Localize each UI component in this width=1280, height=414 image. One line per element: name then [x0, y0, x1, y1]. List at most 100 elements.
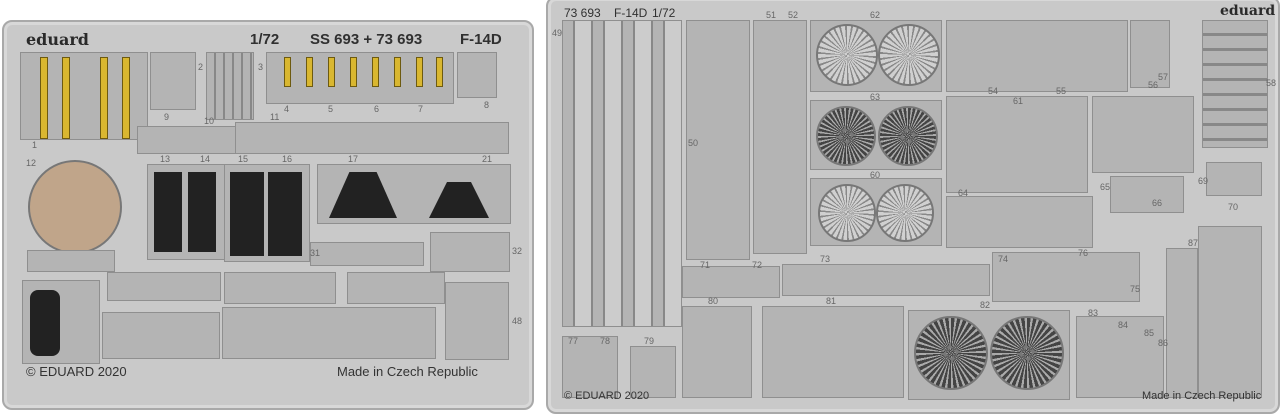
parts-40-47: [222, 307, 436, 359]
eduard-logo: eduard: [1220, 3, 1276, 19]
wheel: [990, 316, 1064, 390]
stack-58: [1202, 20, 1268, 148]
harness-strap: [394, 57, 401, 87]
aircraft-label: F-14D: [614, 6, 648, 20]
part-number: 79: [644, 336, 655, 346]
arches: [946, 20, 1128, 92]
part-12-disc: [28, 160, 122, 254]
part-number: 61: [1013, 96, 1024, 106]
part-number: 5: [328, 104, 334, 114]
part-number: 73: [820, 254, 831, 264]
instrument-panel: [188, 172, 216, 252]
part-number: 80: [708, 296, 719, 306]
part-11: [235, 122, 509, 154]
part-73: [782, 264, 990, 296]
part-number: 81: [826, 296, 837, 306]
set-numbers: SS 693 + 73 693: [310, 31, 423, 48]
harness-strap: [284, 57, 291, 87]
fan-disc: [816, 106, 876, 166]
part-80: [682, 306, 752, 398]
scale-label: 1/72: [250, 31, 280, 48]
part-number: 71: [700, 260, 711, 270]
copyright: © EDUARD 2020: [26, 364, 127, 379]
part-number: 8: [484, 100, 490, 110]
part-number: 11: [270, 112, 280, 122]
eduard-logo: eduard: [26, 30, 89, 49]
copyright: © EDUARD 2020: [564, 390, 650, 402]
part-number: 21: [482, 154, 493, 164]
part-81: [762, 306, 904, 398]
harness-strap: [436, 57, 443, 87]
part-number: 51: [766, 10, 777, 20]
harness-strap: [350, 57, 357, 87]
part-number: 4: [284, 104, 290, 114]
fan-disc: [878, 106, 938, 166]
harness-strap: [416, 57, 423, 87]
fan-disc: [818, 184, 876, 242]
fret-number: 73 693: [564, 6, 601, 20]
parts-74-76: [992, 252, 1140, 302]
parts-52-53: [1092, 96, 1194, 173]
part-50: [686, 20, 750, 260]
part-number: 7: [418, 104, 424, 114]
part-number: 10: [204, 116, 215, 126]
part-number: 70: [1228, 202, 1239, 212]
part-64: [946, 196, 1093, 248]
left-photo-etch-fret: eduard 1/72 SS 693 + 73 693 F-14D 1 9 2 …: [2, 20, 534, 410]
part-number: 85: [1144, 328, 1155, 338]
origin-label: Made in Czech Republic: [1142, 390, 1262, 402]
part-number: 32: [512, 246, 523, 256]
parts-51-52: [753, 20, 807, 254]
scale-label: 1/72: [652, 6, 676, 20]
fan-disc: [816, 24, 878, 86]
part-number: 87: [1188, 238, 1199, 248]
strips-49: [562, 20, 682, 327]
parts-83-85: [1076, 316, 1164, 398]
harness-strap: [40, 57, 48, 139]
harness-strap: [100, 57, 108, 139]
part-87: [1198, 226, 1262, 398]
parts-71-72: [682, 266, 780, 298]
part-number: 50: [688, 138, 699, 148]
parts-54-55-61: [946, 96, 1088, 193]
part-number: 3: [258, 62, 264, 72]
instrument-panel: [30, 290, 60, 356]
harness-strap: [372, 57, 379, 87]
harness-part-9: [150, 52, 196, 110]
part-22: [27, 250, 115, 272]
part-number: 84: [1118, 320, 1129, 330]
part-number: 56: [1148, 80, 1159, 90]
part-number: 69: [1198, 176, 1209, 186]
parts-65-66: [1110, 176, 1184, 213]
part-31: [430, 232, 510, 272]
part-number: 60: [870, 170, 881, 180]
part-number: 13: [160, 154, 171, 164]
part-number: 6: [374, 104, 380, 114]
origin-label: Made in Czech Republic: [337, 364, 478, 379]
part-number: 9: [164, 112, 170, 122]
strip-part-2: [206, 52, 254, 120]
part-number: 64: [958, 188, 969, 198]
part-number: 17: [348, 154, 359, 164]
part-30: [310, 242, 424, 266]
harness-strap: [122, 57, 130, 139]
part-number: 63: [870, 92, 881, 102]
part-number: 65: [1100, 182, 1111, 192]
part-number: 52: [788, 10, 799, 20]
part-number: 77: [568, 336, 579, 346]
part-number: 58: [1266, 78, 1277, 88]
part-number: 12: [26, 158, 37, 168]
part-number: 76: [1078, 248, 1089, 258]
part-number: 62: [870, 10, 881, 20]
wheel: [914, 316, 988, 390]
part-number: 74: [998, 254, 1009, 264]
instrument-panel: [230, 172, 264, 256]
part-number: 15: [238, 154, 249, 164]
part-79: [630, 346, 676, 398]
fan-disc: [878, 24, 940, 86]
part-number: 75: [1130, 284, 1141, 294]
part-number: 83: [1088, 308, 1099, 318]
right-photo-etch-fret: 73 693 F-14D 1/72 eduard 51 52 62 50 49 …: [546, 0, 1280, 414]
instrument-panel: [268, 172, 302, 256]
part-number: 49: [552, 28, 563, 38]
